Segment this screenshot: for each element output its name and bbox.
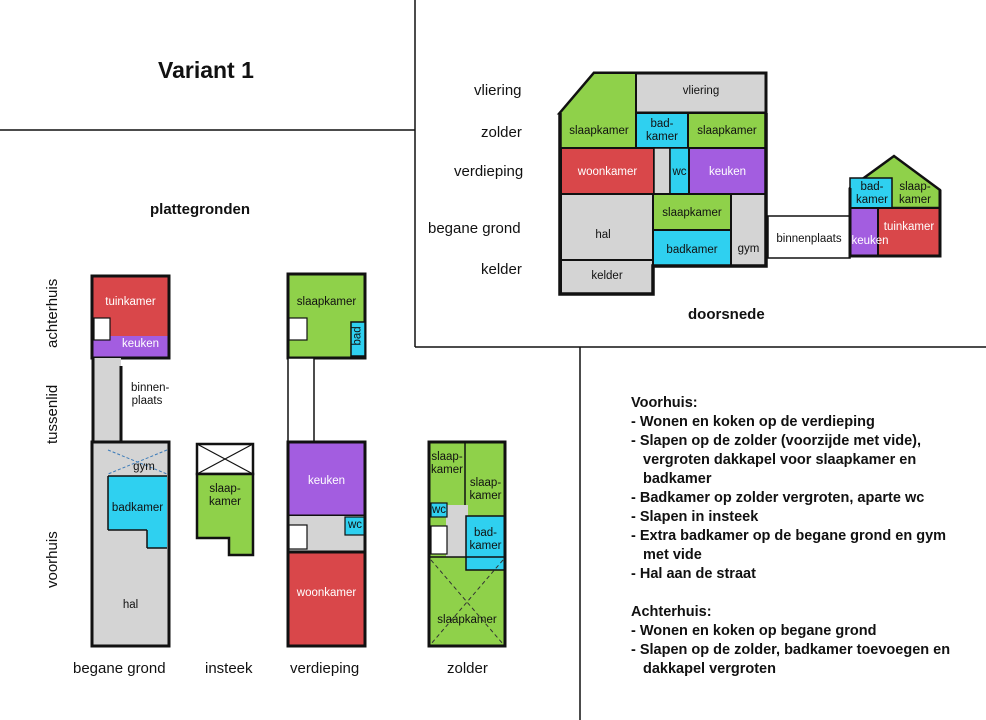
room-label-slaapkamer-zolder-2: slaap- kamer (469, 477, 502, 502)
sec-label-badkamer-bg: badkamer (666, 244, 718, 256)
level-label-kelder: kelder (481, 261, 522, 278)
sec-label-slaapkamer-achter: slaap- kamer (899, 181, 931, 206)
plan-insteek (195, 442, 255, 557)
notes-voorhuis-item: - Hal aan de straat (631, 566, 756, 582)
room-zolder-corridor (446, 505, 468, 557)
notes-panel: Voorhuis: - Wonen en koken op de verdiep… (631, 394, 971, 679)
sec-label-kelder: kelder (591, 270, 623, 282)
notes-voorhuis-item: - Badkamer op zolder vergroten, aparte w… (631, 490, 925, 506)
sec-label-hal: hal (595, 229, 611, 241)
sec-label-woonkamer: woonkamer (577, 166, 638, 178)
sec-label-vliering: vliering (682, 85, 720, 97)
room-wc-zolder (430, 502, 448, 518)
room-label-tuinkamer: tuinkamer (105, 296, 156, 308)
sec-label-gym: gym (737, 243, 760, 255)
room-label-binnenplaats: binnen- plaats (131, 382, 170, 407)
floor-label-begane-grond: begane grond (73, 660, 166, 677)
sec-label-tuinkamer-achter: tuinkamer (883, 221, 935, 233)
room-label-keuken-bg: keuken (121, 338, 160, 350)
room-label-badkamer-bg: badkamer (111, 502, 164, 514)
sec-tuinkamer-achter (877, 207, 941, 257)
room-label-wc-zolder: wc (431, 504, 447, 516)
sec-hal (560, 193, 654, 261)
sec-label-binnenplaats: binnenplaats (776, 233, 842, 245)
sec-label-badkamer-zolder: bad- kamer (646, 118, 678, 143)
section-drawing (556, 71, 942, 296)
section-heading: doorsnede (688, 306, 765, 323)
notes-voorhuis-heading: Voorhuis: (631, 395, 698, 411)
sec-label-slaapkamer-left: slaapkamer (569, 125, 629, 137)
room-label-wc-verd: wc (347, 519, 363, 531)
sec-label-wc: wc (672, 166, 687, 178)
room-keuken-bg (92, 336, 169, 358)
room-label-hal-bg: hal (122, 599, 139, 611)
stair-bg-back (93, 317, 111, 341)
level-label-vliering: vliering (474, 82, 522, 99)
notes-voorhuis-item: - Extra badkamer op de begane grond en g… (631, 528, 947, 563)
sec-keuken-achter (849, 207, 879, 257)
room-label-gym-bg: gym (133, 461, 155, 473)
room-label-badkamer-zolder: bad- kamer (469, 527, 502, 552)
room-label-keuken-verd: keuken (307, 475, 346, 487)
floor-label-insteek: insteek (205, 660, 253, 677)
plan-verdieping (286, 272, 367, 648)
notes-achterhuis-heading: Achterhuis: (631, 604, 712, 620)
level-label-zolder: zolder (481, 124, 522, 141)
room-label-slaapkamer-zolder-3: slaapkamer (437, 614, 497, 626)
room-bad-achter (350, 321, 366, 357)
sec-label-badkamer-achter: bad- kamer (856, 181, 888, 206)
label-tussenlid: tussenlid (44, 384, 61, 444)
level-label-verdieping: verdieping (454, 163, 524, 180)
sec-label-keuken-achter: keuken (851, 235, 889, 247)
level-label-begane-grond: begane grond (428, 220, 521, 237)
label-achterhuis: achterhuis (44, 278, 61, 348)
notes-voorhuis-item: - Wonen en koken op de verdieping (631, 414, 875, 430)
floor-label-verdieping: verdieping (290, 660, 360, 677)
stair-verdieping (288, 524, 308, 550)
vide-cross-zolder (430, 559, 504, 645)
room-slaapkamer-insteek (195, 472, 255, 557)
plan-zolder (427, 440, 507, 648)
stair-verdieping-back (288, 317, 308, 341)
room-tussenlid-corridor (93, 358, 121, 442)
room-label-bad: bad (351, 326, 364, 346)
sec-trap-verd (653, 147, 671, 195)
room-label-slaapkamer-verd: slaapkamer (296, 296, 357, 308)
floor-label-zolder: zolder (447, 660, 488, 677)
sec-label-keuken: keuken (708, 166, 747, 178)
room-label-woonkamer: woonkamer (296, 587, 357, 599)
vide-cross-gym (107, 449, 168, 475)
page-title: Variant 1 (158, 57, 254, 83)
bridge (287, 357, 315, 443)
plans-heading: plattegronden (150, 201, 250, 218)
notes-achterhuis-item: - Wonen en koken op begane grond (631, 623, 877, 639)
plan-begane-grond (90, 274, 171, 648)
notes-voorhuis-item: - Slapen in insteek (631, 509, 759, 525)
notes-voorhuis-item: - Slapen op de zolder (voorzijde met vid… (631, 433, 922, 487)
sec-label-slaapkamer-right: slaapkamer (697, 125, 757, 137)
notes-achterhuis-item: - Slapen op de zolder, badkamer toevoege… (631, 642, 951, 677)
stair-zolder (430, 525, 448, 555)
label-voorhuis: voorhuis (44, 531, 61, 588)
room-label-slaapkamer-zolder-1: slaap- kamer (431, 451, 463, 476)
room-label-slaapkamer-insteek: slaap- kamer (209, 483, 241, 508)
sec-label-slaapkamer-insteek: slaapkamer (662, 207, 722, 219)
